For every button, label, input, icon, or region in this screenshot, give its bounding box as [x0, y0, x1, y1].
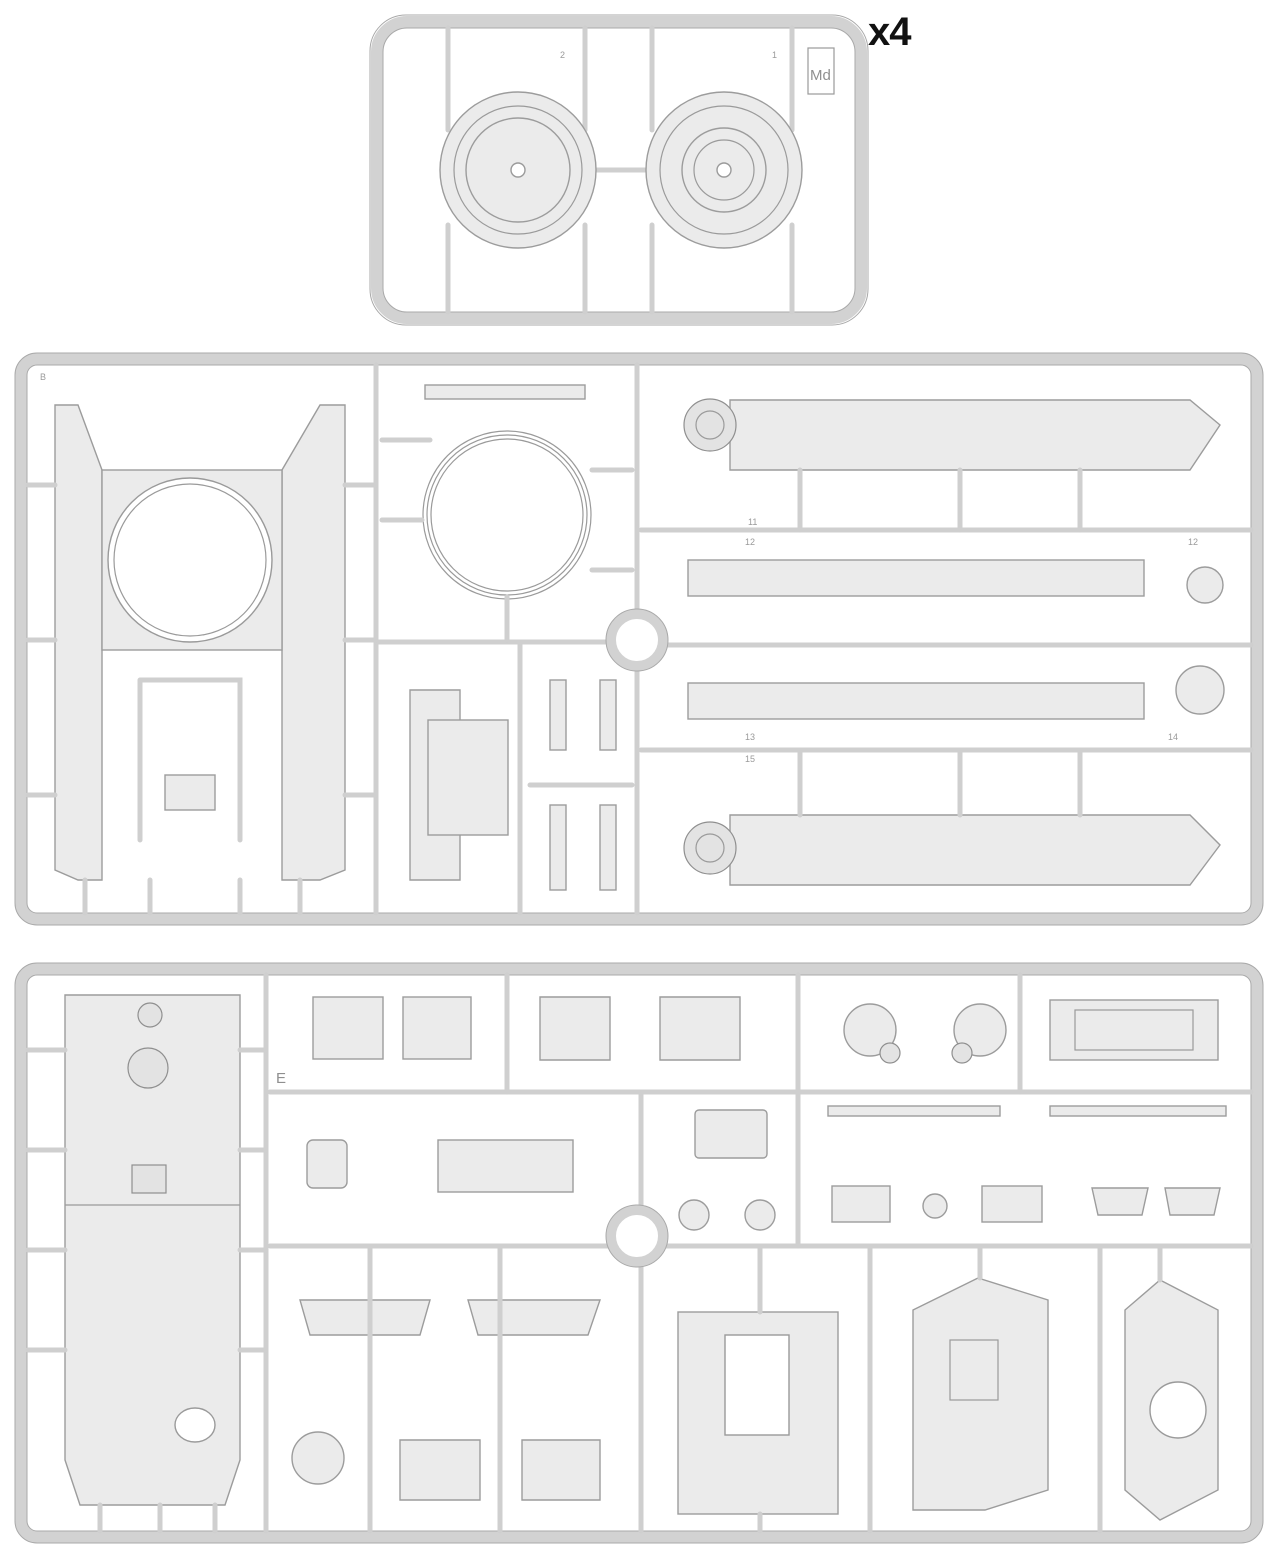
road-wheel-part	[439, 91, 597, 249]
fender-part	[683, 398, 1225, 886]
hull-side-part	[25, 404, 379, 916]
part-number: 14	[1168, 732, 1178, 742]
part-number: 11	[748, 517, 757, 527]
stowage-box-parts	[312, 996, 1219, 1064]
hull-plate-parts	[291, 1243, 1219, 1534]
sprue-md-letters: Md	[810, 67, 831, 84]
road-wheel-part	[645, 91, 803, 249]
sprue-b: B	[14, 352, 1264, 926]
turret-ring-part	[379, 384, 635, 643]
engine-deck-parts	[306, 1105, 1227, 1231]
sprue-e: E	[14, 962, 1264, 1544]
part-number: 12	[1188, 537, 1198, 547]
part-number: 1	[772, 50, 777, 60]
hull-deck-part	[25, 994, 269, 1534]
part-number: 12	[745, 537, 755, 547]
sprue-md: Md 2 1	[369, 14, 869, 326]
part-number: 2	[560, 50, 565, 60]
part-number: 13	[745, 732, 755, 742]
quantity-label: x4	[868, 10, 911, 54]
part-number: 15	[745, 754, 755, 764]
sprue-b-letters: B	[40, 372, 46, 382]
bracket-parts	[409, 639, 635, 916]
sprue-e-letters: E	[276, 1070, 286, 1087]
